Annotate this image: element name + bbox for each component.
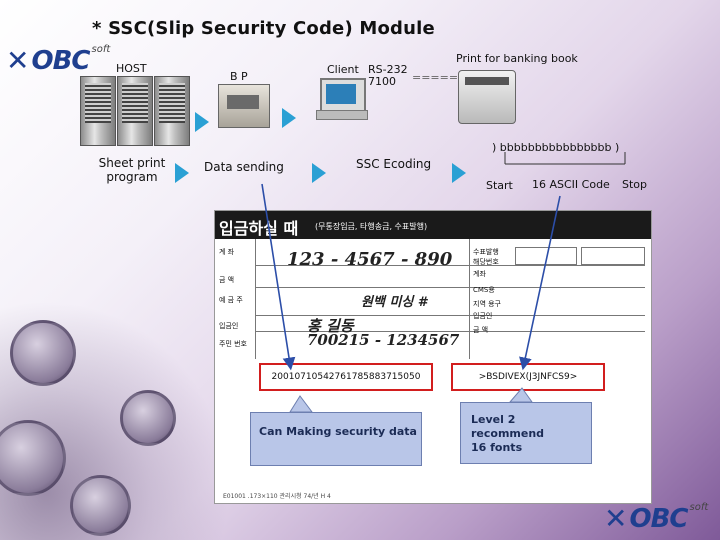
callout-level2-line1: Level 2 <box>471 413 516 426</box>
ssc-ecoding-label: SSC Ecoding <box>356 157 432 171</box>
bp-device-image <box>218 84 270 128</box>
arrow-icon-data-to-ssc <box>312 163 326 183</box>
client-computer-image <box>320 78 366 114</box>
slip-header-sub: (무통장입금, 타행송금, 수표발행) <box>315 222 428 231</box>
callout-security-text: Can Making security data <box>259 425 417 438</box>
rs232-label: RS-232 <box>368 63 408 76</box>
right-label-amount: 금 액 <box>473 326 489 334</box>
print-banking-label: Print for banking book <box>456 52 578 65</box>
logo-soft-bottom: soft <box>689 502 709 513</box>
slip-bank: 원백 미싱 # <box>361 295 429 310</box>
callout-security-data: Can Making security data <box>250 412 422 466</box>
banking-printer-image <box>458 70 516 124</box>
callout-level2: Level 2 recommend 16 fonts <box>460 402 592 464</box>
sheet-print-label: Sheet print program <box>98 156 166 184</box>
slip-id-number: 700215 - 1234567 <box>307 331 460 349</box>
obc-logo-mark-icon: ✕ <box>6 44 30 77</box>
arrow-icon-bp-to-client <box>282 108 296 128</box>
data-sending-label: Data sending <box>204 160 284 174</box>
arrow-icon-host-to-bp <box>195 112 209 132</box>
host-label: HOST <box>116 62 147 75</box>
right-label-number: 해당번호 <box>473 258 499 266</box>
bracket-code-label: ) bbbbbbbbbbbbbbbb ) <box>492 141 620 154</box>
logo-text: OBC <box>31 45 90 76</box>
bp-label: B P <box>230 70 248 83</box>
obc-logo-bottom: ✕ OBC soft <box>604 502 708 535</box>
right-label-cms: CMS용 <box>473 286 495 294</box>
slip-account: 123 - 4567 - 890 <box>287 249 453 270</box>
slip-footer: E01001 .173×110 관리시청 74/년 H 4 <box>223 493 331 500</box>
slide-title: * SSC(Slip Security Code) Module <box>92 18 435 39</box>
callout-level2-line2: recommend <box>471 427 545 440</box>
row-label-holder: 예 금 주 <box>219 296 243 304</box>
row-label-amount: 금 액 <box>219 276 235 284</box>
right-label-check: 수표발행 <box>473 248 499 256</box>
right-label-depositor: 입금인 <box>473 312 493 320</box>
obc-logo-top: ✕ OBC soft <box>6 44 110 77</box>
slip-name: 홍 길동 <box>307 317 354 335</box>
slip-header: 입금하실 때 <box>219 219 299 238</box>
arrow-icon-ssc-to-code <box>452 163 466 183</box>
client-label: Client <box>327 63 359 76</box>
code-bracket-lines <box>504 152 626 165</box>
row-label-id: 주민 번호 <box>219 340 247 348</box>
row-label-account: 계 좌 <box>219 248 235 256</box>
right-label-region: 지역 용구 <box>473 300 501 308</box>
start-label: Start <box>486 179 513 192</box>
rs232-model: 7100 <box>368 75 396 88</box>
callout-level2-line3: 16 fonts <box>471 441 523 454</box>
ascii-code-label: 16 ASCII Code <box>532 178 610 191</box>
stop-label: Stop <box>622 178 648 191</box>
host-servers-image <box>80 76 190 146</box>
obc-logo-mark-icon-bottom: ✕ <box>604 502 628 535</box>
row-label-depositor: 입금인 <box>219 322 239 330</box>
logo-soft: soft <box>91 44 111 55</box>
arrow-icon-sheet-to-data <box>175 163 189 183</box>
logo-text-bottom: OBC <box>629 503 688 534</box>
typewriter-keys-decoration <box>0 300 230 540</box>
right-label-account: 계좌 <box>473 270 486 278</box>
printer-tag: ===== <box>412 71 459 84</box>
